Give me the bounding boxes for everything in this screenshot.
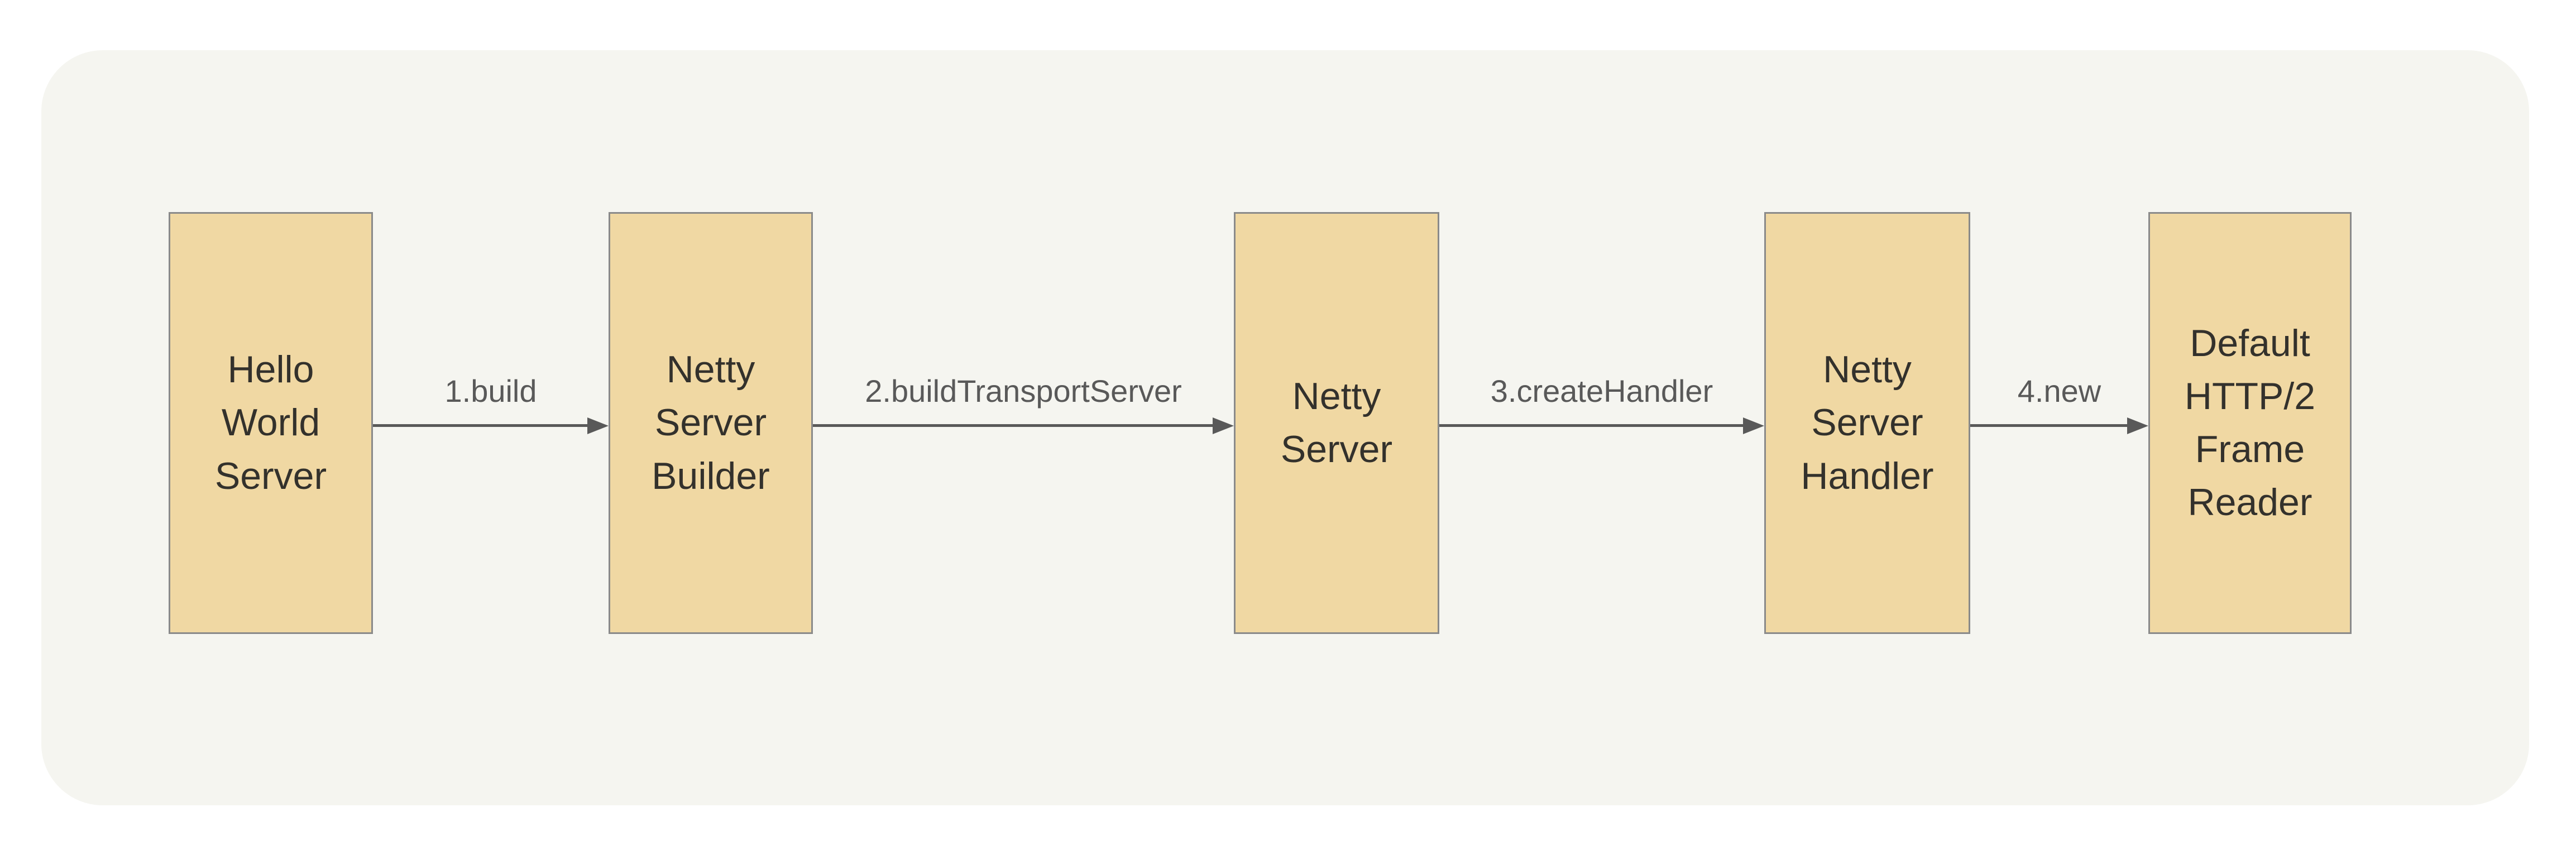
edge-label: 2.buildTransportServer [865,373,1182,409]
arrow-line [1970,424,2144,427]
node-label: Netty Server Handler [1801,348,1934,497]
arrowhead-icon [587,417,609,434]
arrow-line [1439,424,1760,427]
edge-label: 1.build [444,373,537,409]
edge-label: 3.createHandler [1490,373,1713,409]
node-netty-server-builder: Netty Server Builder [609,212,813,634]
node-label: Default HTTP/2 Frame Reader [2184,321,2316,524]
edge-3-create-handler: 3.createHandler [1439,335,1764,446]
arrowhead-icon [2127,417,2148,434]
node-label: Netty Server Builder [652,348,770,497]
node-label: Netty Server [1280,374,1393,470]
edge-1-build: 1.build [373,335,609,446]
arrowhead-icon [1213,417,1234,434]
edge-label: 4.new [2017,373,2101,409]
node-netty-server: Netty Server [1234,212,1439,634]
node-hello-world-server: Hello World Server [169,212,373,634]
arrowhead-icon [1743,417,1764,434]
node-netty-server-handler: Netty Server Handler [1764,212,1970,634]
node-default-http2-frame-reader: Default HTTP/2 Frame Reader [2148,212,2352,634]
arrow-line [813,424,1229,427]
arrow-line [373,424,604,427]
edge-2-build-transport-server: 2.buildTransportServer [813,335,1234,446]
node-label: Hello World Server [214,348,327,497]
edge-4-new: 4.new [1970,335,2148,446]
